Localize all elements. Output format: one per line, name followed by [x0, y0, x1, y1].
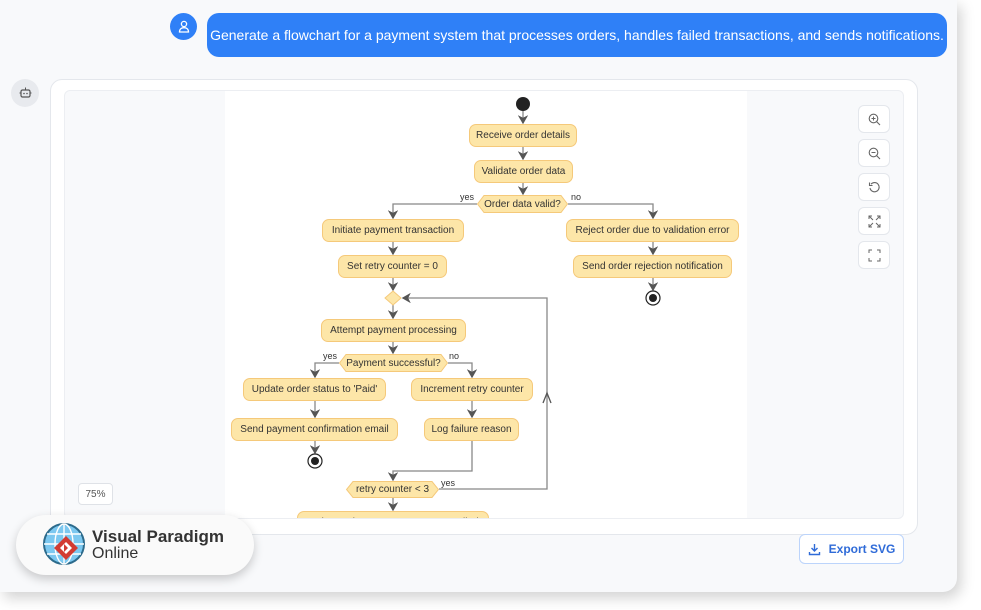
node-send-reject[interactable]: Send order rejection notification	[573, 255, 732, 278]
decision-label: Payment successful?	[346, 357, 441, 369]
fit-view-button[interactable]	[858, 207, 890, 235]
edge-arrow	[542, 391, 552, 404]
edge	[387, 440, 473, 482]
zoom-out-icon	[868, 147, 880, 159]
node-send-confirm[interactable]: Send payment confirmation email	[231, 418, 398, 441]
user-message: Generate a flowchart for a payment syste…	[207, 13, 947, 57]
bot-avatar	[11, 79, 39, 107]
edge	[309, 362, 339, 379]
edge	[448, 362, 478, 379]
edge-label-no: no	[571, 192, 582, 202]
edge-label-yes: yes	[441, 478, 456, 488]
fullscreen-icon	[868, 249, 880, 261]
merge-node	[384, 290, 402, 306]
node-initiate[interactable]: Initiate payment transaction	[322, 219, 464, 242]
node-update-paid[interactable]: Update order status to 'Paid'	[243, 378, 386, 401]
app-window: Generate a flowchart for a payment syste…	[11, 13, 947, 564]
start-node	[516, 97, 530, 111]
diagram-edges	[307, 97, 661, 512]
export-label: Export SVG	[828, 542, 896, 556]
fullscreen-button[interactable]	[858, 241, 890, 269]
decision-label: Order data valid?	[484, 198, 561, 210]
download-icon	[808, 543, 820, 555]
node-attempt[interactable]: Attempt payment processing	[321, 319, 466, 342]
node-increment[interactable]: Increment retry counter	[411, 378, 533, 401]
node-set-retry[interactable]: Set retry counter = 0	[338, 255, 447, 278]
node-receive[interactable]: Receive order details	[469, 124, 577, 147]
globe-logo-icon	[43, 523, 85, 565]
user-avatar	[170, 13, 197, 40]
decision-payment-success[interactable]: Payment successful?	[339, 354, 448, 372]
zoom-out-button[interactable]	[858, 139, 890, 167]
decision-order-valid[interactable]: Order data valid?	[477, 195, 568, 213]
fit-icon	[868, 215, 880, 227]
logo-subtitle: Online	[92, 545, 139, 562]
decision-retry[interactable]: retry counter < 3	[346, 481, 439, 498]
export-svg-button[interactable]: Export SVG	[799, 534, 904, 564]
robot-icon	[19, 87, 31, 98]
edge-label-yes: yes	[323, 351, 338, 361]
reset-icon	[868, 181, 880, 192]
edge-label-yes: yes	[460, 192, 475, 202]
node-log-failure[interactable]: Log failure reason	[424, 418, 519, 441]
edge	[387, 203, 477, 220]
end-node	[307, 453, 323, 469]
reset-view-button[interactable]	[858, 173, 890, 201]
edge-label-no: no	[449, 351, 460, 361]
zoom-in-icon	[868, 113, 880, 125]
logo-title: Visual Paradigm	[92, 527, 224, 546]
visual-paradigm-logo: Visual Paradigm Online	[16, 515, 254, 575]
end-node	[645, 290, 661, 306]
decision-label: retry counter < 3	[355, 484, 430, 495]
node-reject[interactable]: Reject order due to validation error	[566, 219, 739, 242]
edge	[568, 203, 659, 220]
user-icon	[178, 20, 189, 33]
node-validate[interactable]: Validate order data	[474, 160, 573, 183]
zoom-in-button[interactable]	[858, 105, 890, 133]
zoom-level: 75%	[78, 483, 113, 505]
diagram-canvas[interactable]: Receive order details Validate order dat…	[64, 90, 904, 519]
node-update-failed[interactable]: Update order status to 'Payment Failed'	[297, 511, 489, 518]
